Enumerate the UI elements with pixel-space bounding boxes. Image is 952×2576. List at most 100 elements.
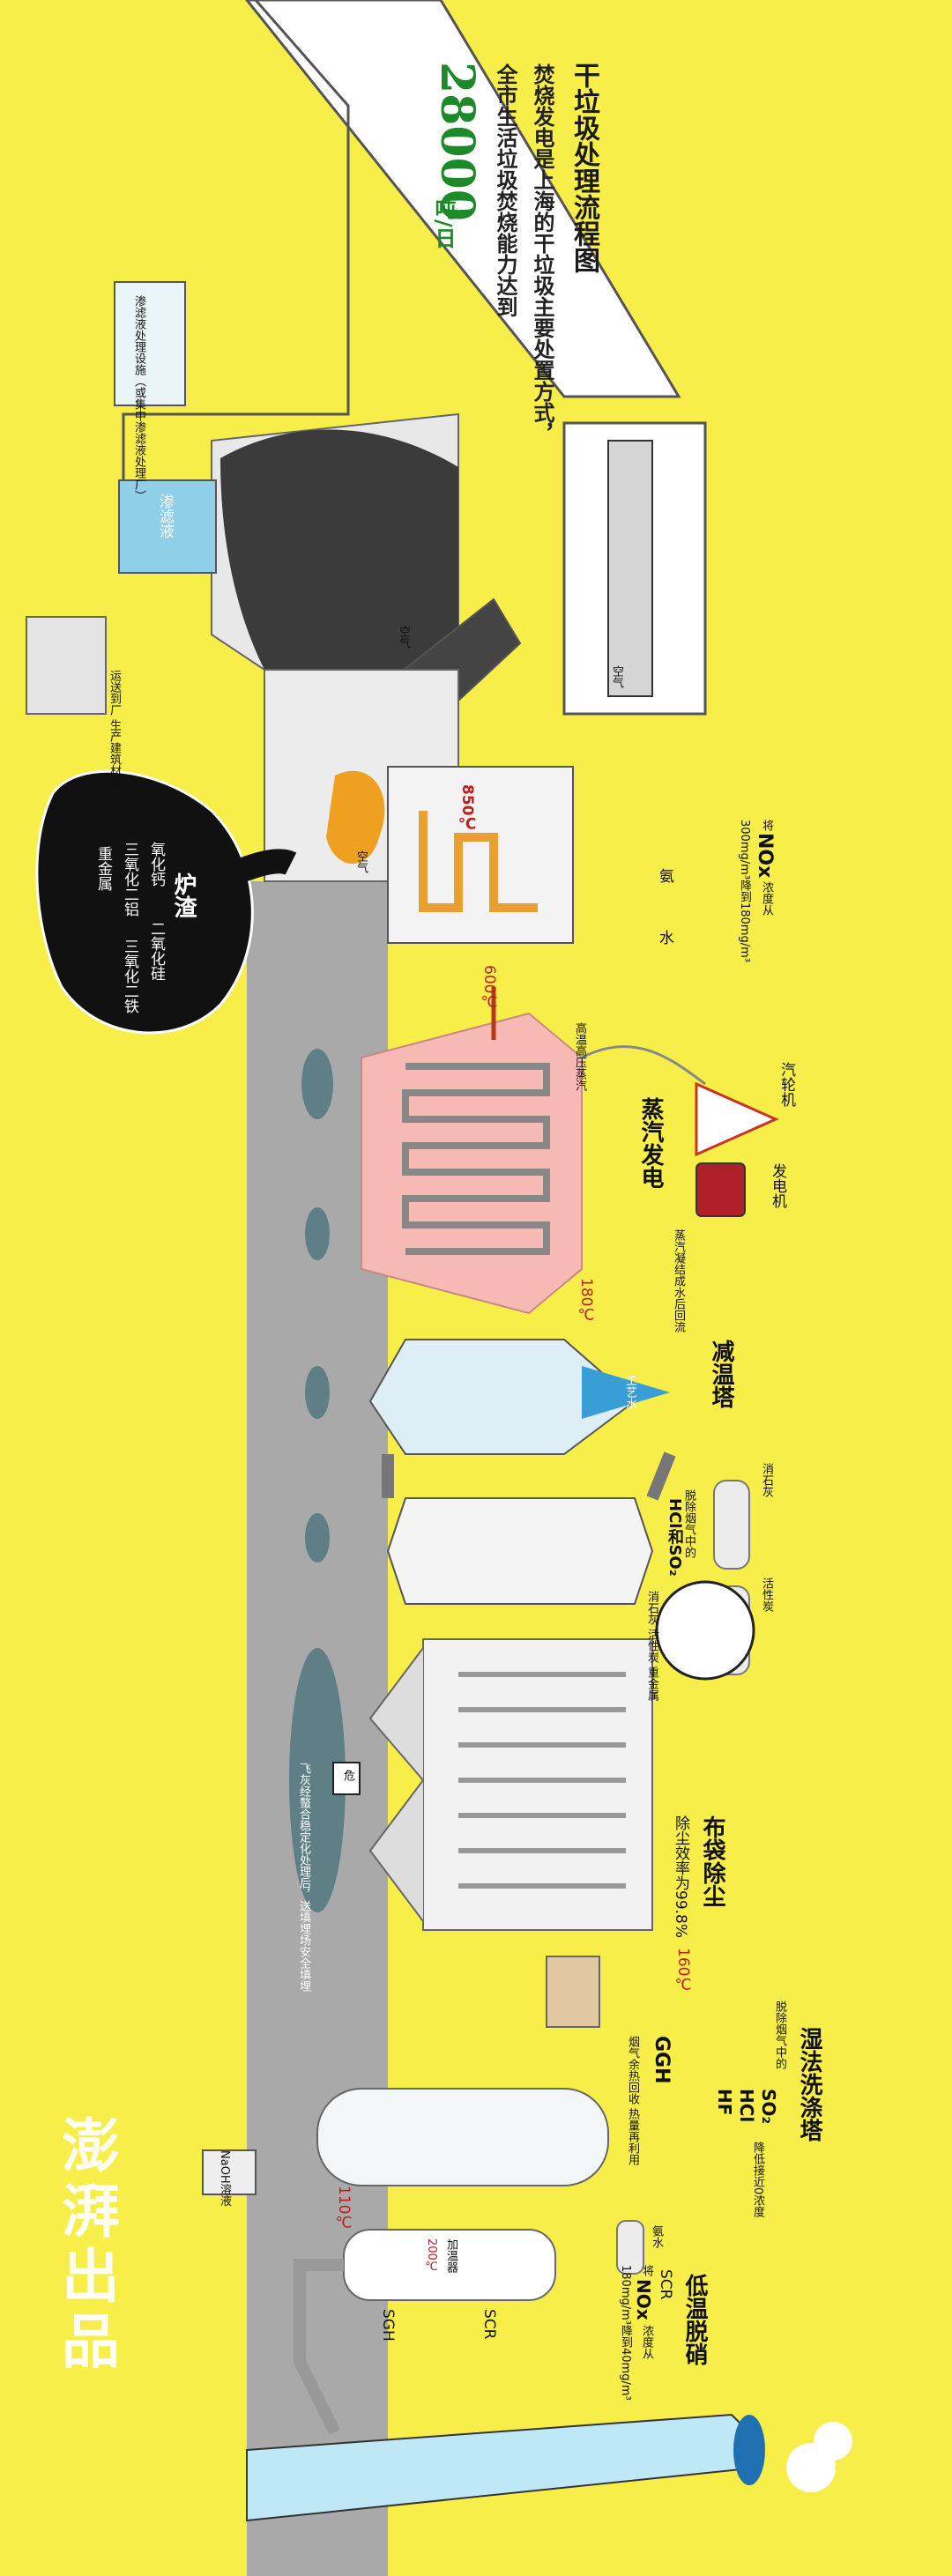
denox-range: 300mg/m³降到180mg/m³ [738, 820, 751, 962]
road-puddle [305, 1207, 330, 1260]
scr-range: 180mg/m³降到40mg/m³ [619, 2265, 632, 2401]
slag-item: 重金属 [94, 846, 112, 891]
generator-label: 发电机 [769, 1163, 786, 1208]
scr-title: 低温脱硝 [681, 2274, 708, 2365]
air-label: 空气 [610, 665, 623, 688]
building-materials-label: 运送到厂 生产建筑材料 [108, 670, 121, 789]
page-title: 干垃圾处理流程图 [569, 62, 599, 273]
furnace-temp: 850℃ [458, 784, 476, 834]
brick-pallet [26, 616, 107, 715]
scr-nox-prefix: 将 [640, 2265, 653, 2276]
bag-filter-efficiency: 除尘效率为99.8% [672, 1815, 689, 1939]
wet-scrubber-title: 湿法洗涤塔 [796, 2027, 822, 2142]
acid-pollutants: HCl和SO₂ [666, 1498, 684, 1577]
bag-filter-temp: 160℃ [674, 1948, 692, 1994]
chimney-top [733, 2415, 765, 2485]
process-water-label: 工艺水 [623, 1375, 636, 1409]
connecting-duct [382, 1451, 676, 1501]
ggh-label: GGH [651, 2036, 673, 2084]
carbon-label: 活性炭 [760, 1578, 773, 1612]
condensate-label: 蒸汽凝结成水后回流 [672, 1229, 685, 1333]
slag-item: 三氧化二铝 [121, 842, 138, 917]
ammonia-label: 氨 [656, 868, 673, 883]
slag-pile [35, 769, 254, 1035]
air-label: 空气 [354, 850, 368, 873]
denox-nox: NOx [754, 833, 776, 879]
fly-ash-note: 飞灰经螯合稳定化处理后，送填埋场安全填埋 [297, 1763, 310, 1992]
steam-generator [361, 1012, 583, 1315]
scr-small-label: SCR [480, 2309, 498, 2340]
lime-carbon-note: 消石灰 活性炭 重金属 [645, 1591, 658, 1702]
boiler [387, 766, 574, 944]
slag-item: 二氧化硅 [147, 921, 165, 981]
ggh-exchanger [546, 1956, 600, 2028]
denox-suffix: 浓度从 [760, 881, 773, 916]
dry-reactor [386, 1497, 654, 1605]
slag-item: 三氧化二铁 [121, 939, 138, 1013]
bunker-wall [122, 0, 350, 480]
ammonia-bottle [616, 2220, 644, 2275]
steam-temp: 180℃ [577, 1278, 595, 1325]
wet-remove-text: 脱除烟气中的 [773, 2001, 786, 2069]
slag-stream [207, 849, 297, 894]
capacity-value: 28000 [430, 62, 484, 221]
ggh-note: 烟气余热回收 热量再利用 [626, 2036, 639, 2166]
slag-title: 炉渣 [170, 872, 197, 918]
sgh-label: SGH [379, 2309, 397, 2342]
road-puddle [305, 1513, 330, 1563]
road-puddle [305, 1366, 330, 1419]
cooling-title: 减温塔 [708, 1340, 734, 1408]
naoh-label: NaOH溶液 [218, 2150, 231, 2207]
acid-remove-text: 脱除烟气中的 [682, 1489, 695, 1558]
lime-silo [713, 1480, 750, 1570]
hazard-label: 危 [341, 1770, 354, 1781]
brand-watermark: 澎湃出品 [52, 2115, 121, 2376]
scr-label: SCR [657, 2269, 674, 2300]
outlet-temp: 600℃ [480, 965, 498, 1012]
lime-label: 消石灰 [760, 1463, 773, 1497]
steam-pipe [581, 1045, 706, 1086]
leachate-plant-label: 渗滤液处理设施（或集中渗滤液处理厂） [132, 295, 145, 501]
truck-ramp [245, 0, 681, 398]
road-puddle [289, 1648, 346, 1912]
flue-duct [294, 2259, 344, 2436]
scr-nox: NOx [633, 2279, 654, 2320]
scr-ammonia: 氨水 [650, 2225, 663, 2248]
wet-scrubber [316, 2088, 609, 2186]
leachate-label: 渗滤液 [156, 494, 174, 538]
leachate-plant-box [114, 281, 186, 406]
scr-nox-suffix: 浓度从 [640, 2325, 653, 2359]
process-water-cone [582, 1366, 670, 1419]
steam-title: 蒸汽发电 [637, 1097, 664, 1189]
waste-pile [220, 429, 458, 670]
heater-label: 加温器 [444, 2238, 457, 2273]
hf-label: HF [714, 2089, 735, 2116]
turbine-label: 汽轮机 [777, 1062, 795, 1107]
scr-temp: 200℃ [425, 2238, 438, 2274]
fly-ash-bin [332, 1762, 361, 1795]
water-label: 水 [656, 930, 673, 945]
flame [326, 770, 385, 864]
hcl-label: HCl [736, 2089, 757, 2123]
filter-bags [458, 1672, 626, 1889]
leachate-tank [118, 479, 217, 574]
generator [695, 1162, 746, 1217]
slag-item: 氧化钙 [147, 842, 165, 887]
boiler-flue [419, 811, 538, 912]
high-temp-steam-label: 高温高压蒸汽 [573, 1022, 586, 1091]
road-puddle [301, 1049, 333, 1119]
bag-filter-title: 布袋除尘 [699, 1815, 725, 1907]
bag-filter-hoppers [368, 1647, 424, 1922]
smoke-cloud [814, 2422, 852, 2461]
turbine [695, 1081, 779, 1157]
cooling-tower [368, 1339, 636, 1455]
so2-label: SO₂ [758, 2089, 779, 2125]
capacity-unit: 吨/日 [431, 198, 457, 249]
air-label: 空气 [397, 626, 410, 649]
scrubber-temp: 110℃ [335, 2186, 353, 2232]
naoh-tank [202, 2149, 257, 2195]
title-line-1: 焚烧发电是上海的干垃圾主要处置方式， [530, 63, 555, 444]
steam-coil [402, 1063, 550, 1255]
